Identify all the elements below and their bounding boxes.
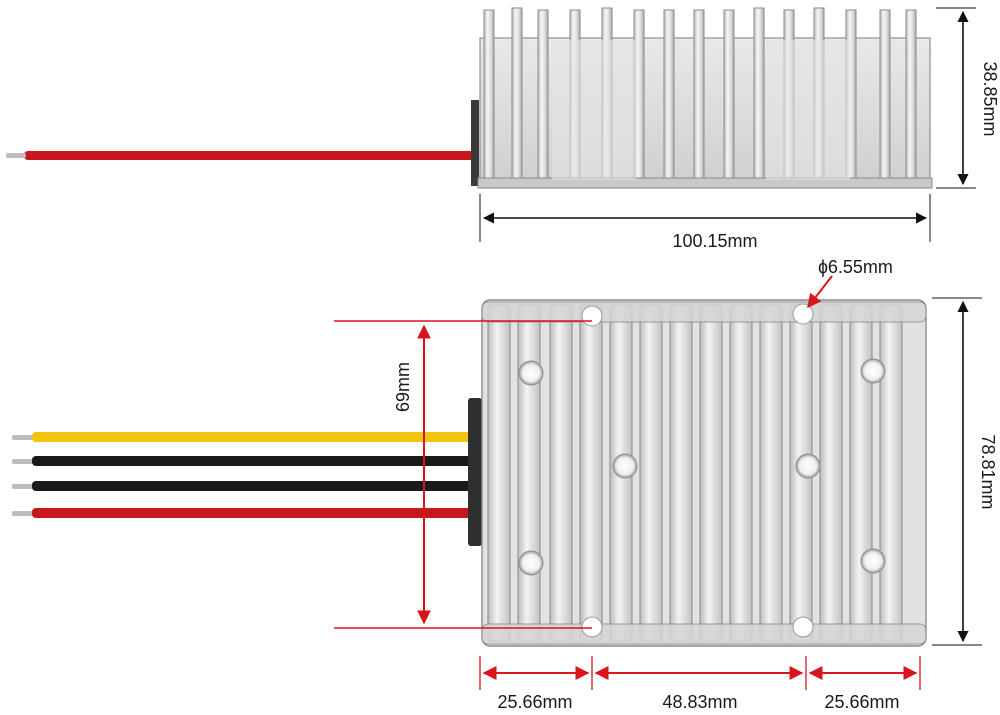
hole-diameter-label: ɸ6.55mm: [818, 257, 893, 277]
side-length-label: 100.15mm: [672, 231, 758, 251]
side-wire-red: [24, 151, 476, 160]
top-width-label: 78.81mm: [978, 434, 998, 510]
side-base: [477, 177, 933, 189]
top-mount-holes: [581, 303, 814, 638]
top-wires: [12, 432, 474, 518]
hole-leader-line: [807, 275, 833, 309]
side-wire-tip: [6, 153, 26, 158]
top-view: [12, 275, 982, 690]
left-offset-label: 25.66mm: [497, 692, 573, 712]
right-offset-label: 25.66mm: [824, 692, 900, 712]
mount-spacing-label: 69mm: [393, 362, 413, 413]
top-grommet: [468, 398, 482, 546]
center-spacing-label: 48.83mm: [662, 692, 738, 712]
side-grommet: [471, 100, 479, 186]
side-view: [6, 7, 976, 242]
top-bosses: [518, 358, 886, 576]
side-height-label: 38.85mm: [980, 61, 1000, 137]
